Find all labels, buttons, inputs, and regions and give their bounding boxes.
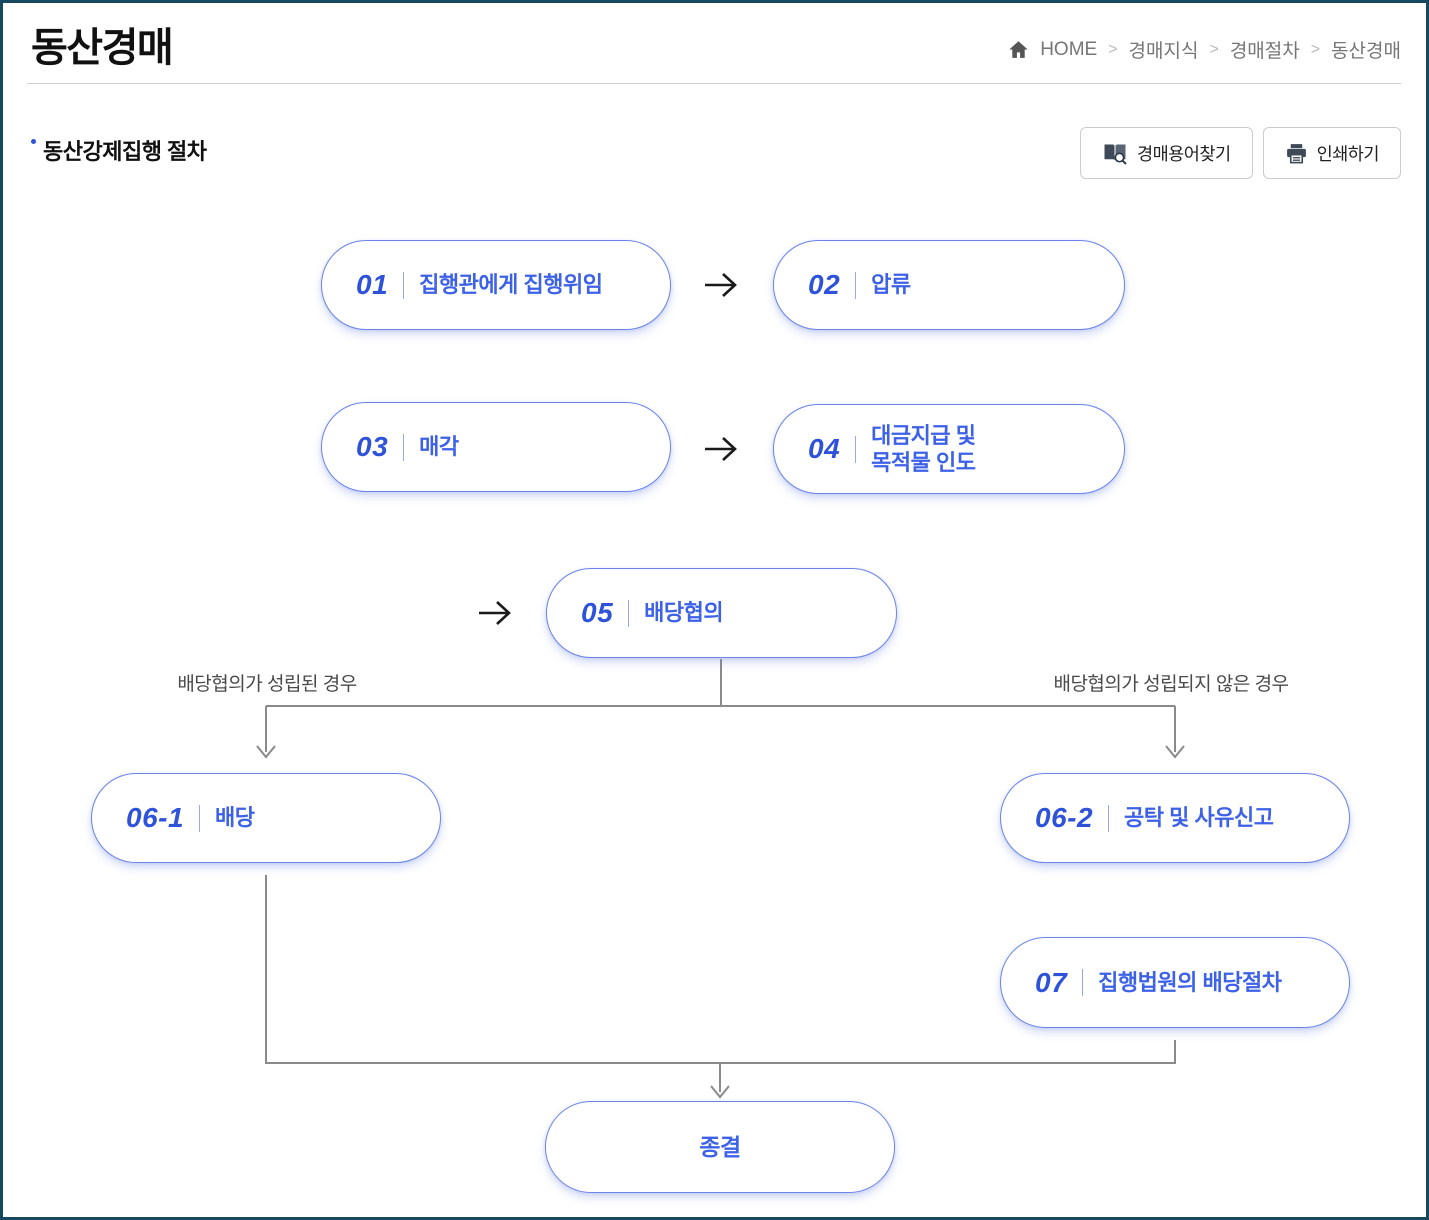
step-number: 04 (808, 433, 841, 464)
glossary-search-label: 경매용어찾기 (1136, 143, 1231, 164)
breadcrumb-separator: > (1310, 40, 1321, 58)
print-label: 인쇄하기 (1316, 143, 1380, 164)
step-divider (855, 435, 857, 463)
step-label: 배당협의 (644, 600, 724, 626)
step-divider (403, 271, 405, 299)
breadcrumb-separator: > (1209, 40, 1219, 58)
step-label: 공탁 및 사유신고 (1124, 805, 1274, 831)
step-label: 매각 (419, 434, 459, 460)
step-number: 02 (808, 269, 841, 300)
breadcrumb-item-current[interactable]: 동산경매 (1331, 41, 1401, 62)
flow-step-01: 01 집행관에게 집행위임 (321, 240, 671, 330)
breadcrumb-separator: > (1108, 40, 1118, 58)
step-label: 대금지급 및 목적물 인도 (871, 422, 976, 476)
branch-label-not-agreed: 배당협의가 성립되지 않은 경우 (1053, 674, 1289, 695)
toolbar: 경매용어찾기 인쇄하기 (1079, 127, 1401, 179)
flow-step-end: 종결 (545, 1101, 895, 1193)
breadcrumb: HOME > 경매지식 > 경매절차 > 동산경매 (1008, 36, 1401, 63)
branch-label-agreed: 배당협의가 성립된 경우 (177, 674, 357, 695)
step-divider (855, 271, 857, 299)
step-label: 집행관에게 집행위임 (419, 272, 603, 298)
flow-step-05: 05 배당협의 (546, 568, 897, 658)
breadcrumb-item-procedure[interactable]: 경매절차 (1229, 41, 1300, 62)
step-number: 05 (581, 597, 614, 628)
breadcrumb-home[interactable]: HOME (1040, 38, 1098, 60)
step-label: 배당 (215, 805, 255, 831)
step-number: 07 (1035, 966, 1068, 998)
step-label: 집행법원의 배당절차 (1098, 969, 1282, 995)
section-title: 동산강제집행 절차 (43, 139, 207, 164)
step-divider (403, 433, 405, 461)
step-divider (199, 804, 201, 832)
flow-step-04: 04 대금지급 및 목적물 인도 (773, 404, 1125, 494)
book-search-icon (1102, 141, 1128, 165)
flow-step-02: 02 압류 (773, 240, 1125, 330)
glossary-search-button[interactable]: 경매용어찾기 (1079, 127, 1253, 179)
page-title: 동산경매 (31, 26, 174, 70)
step-divider (1108, 804, 1110, 832)
flow-step-06-2: 06-2 공탁 및 사유신고 (1000, 773, 1350, 863)
right-arrow-icon (702, 434, 740, 469)
step-number: 03 (356, 431, 389, 462)
print-button[interactable]: 인쇄하기 (1262, 127, 1401, 179)
step-number: 06-1 (126, 802, 185, 833)
section-head: 동산강제집행 절차 (31, 134, 207, 166)
step-divider (628, 599, 630, 627)
right-arrow-icon (476, 598, 514, 633)
step-divider (1082, 969, 1084, 996)
home-icon[interactable] (1008, 39, 1029, 60)
step-number: 01 (356, 269, 389, 300)
down-arrow-icon (710, 1085, 730, 1099)
down-arrow-icon (256, 745, 276, 759)
printer-icon (1285, 142, 1308, 165)
right-arrow-icon (702, 270, 740, 305)
down-arrow-icon (1165, 745, 1185, 759)
flow-step-07: 07 집행법원의 배당절차 (1000, 937, 1350, 1028)
flow-step-06-1: 06-1 배당 (91, 773, 441, 863)
flow-step-03: 03 매각 (321, 402, 671, 492)
header-divider (27, 83, 1401, 84)
breadcrumb-item-knowledge[interactable]: 경매지식 (1128, 41, 1199, 62)
section-bullet (31, 139, 36, 144)
step-label: 종결 (699, 1133, 741, 1160)
step-label: 압류 (871, 272, 911, 298)
step-number: 06-2 (1035, 802, 1094, 833)
